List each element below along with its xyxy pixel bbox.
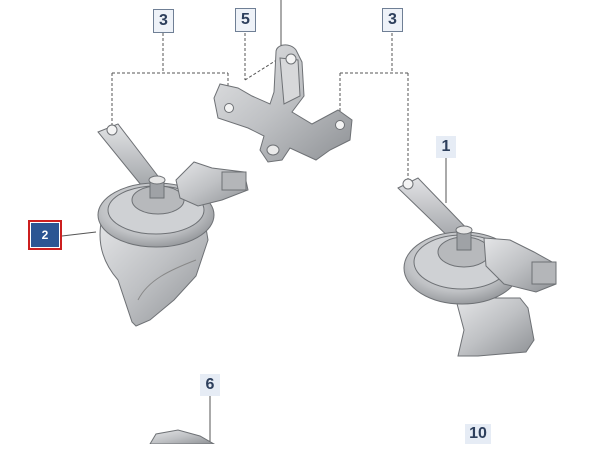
horn-left-part: [97, 123, 249, 327]
callout-6[interactable]: 6: [200, 374, 220, 396]
callout-5[interactable]: 5: [235, 8, 256, 32]
callout-2-selected[interactable]: 2: [28, 220, 62, 250]
callout-3-left[interactable]: 3: [153, 9, 174, 33]
callout-1[interactable]: 1: [436, 136, 456, 158]
callout-3-right[interactable]: 3: [382, 8, 403, 32]
callout-10[interactable]: 10: [465, 424, 491, 444]
leader-lines: [61, 0, 447, 444]
partial-part-6: [149, 429, 216, 445]
horn-right-part: [397, 177, 557, 357]
bracket-part: [213, 44, 353, 163]
